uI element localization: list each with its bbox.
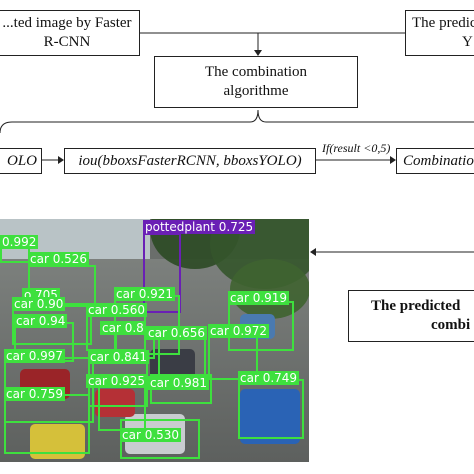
combination-algorithm-box: The combination algorithme [154, 56, 358, 108]
iou-text: iou(bboxsFasterRCNN, bboxsYOLO) [78, 153, 302, 169]
faster-rcnn-line1: ...ted image by Faster [2, 15, 132, 31]
combination-line1: The combination [204, 64, 308, 80]
detection-label: 0.992 [0, 235, 39, 249]
condition-label: If(result <0,5) [322, 141, 391, 155]
detection-label: car 0.94 [14, 314, 68, 328]
detection-label: car 0.560 [86, 303, 148, 317]
detection-box-pottedplant [143, 233, 181, 313]
detection-result-image: pottedplant 0.725 0.992 car 0.526 o.705 … [0, 219, 309, 462]
detection-label: car 0.972 [208, 324, 270, 338]
detection-label: car 0.526 [28, 252, 90, 266]
combination-line2: algorithme [223, 83, 289, 99]
car-shape [95, 389, 135, 417]
predicted-combination-box: The predicted combi [348, 290, 474, 342]
detection-label: car 0.90 [12, 297, 66, 311]
yolo-formula-box: OLO [0, 148, 42, 174]
yolo-prediction-line2: Y [462, 34, 473, 50]
detection-label: car 0.656 [146, 326, 208, 340]
detection-label: car 0.997 [4, 349, 66, 363]
faster-rcnn-line2: R-CNN [43, 34, 91, 50]
detection-label: car 0.8 [100, 321, 146, 335]
predicted-combination-line2: combi [431, 317, 471, 333]
detection-label: car 0.921 [114, 287, 176, 301]
predicted-combination-line1: The predicted [371, 298, 461, 314]
detection-label: car 0.841 [88, 350, 150, 364]
detection-box [238, 379, 304, 439]
iou-box: iou(bboxsFasterRCNN, bboxsYOLO) [64, 148, 316, 174]
detection-label: car 0.981 [148, 376, 210, 390]
yolo-prediction-line1: The predic [412, 15, 474, 31]
detection-box [158, 335, 206, 379]
detection-label: car 0.925 [86, 374, 148, 388]
detection-label: car 0.530 [120, 428, 182, 442]
detection-label: car 0.759 [4, 387, 66, 401]
yolo-prediction-box: The predic Y [405, 10, 474, 56]
combination-step-box: Combinatio [396, 148, 474, 174]
combination-step-text: Combinatio [403, 153, 474, 169]
detection-label: car 0.919 [228, 291, 290, 305]
faster-rcnn-box: ...ted image by Faster R-CNN [0, 10, 140, 56]
yolo-formula-text: OLO [6, 153, 37, 169]
detection-label: car 0.749 [238, 371, 300, 385]
car-shape [240, 389, 300, 444]
detection-box [4, 394, 90, 454]
detection-label: pottedplant 0.725 [143, 220, 256, 234]
tree-canopy [230, 259, 309, 319]
